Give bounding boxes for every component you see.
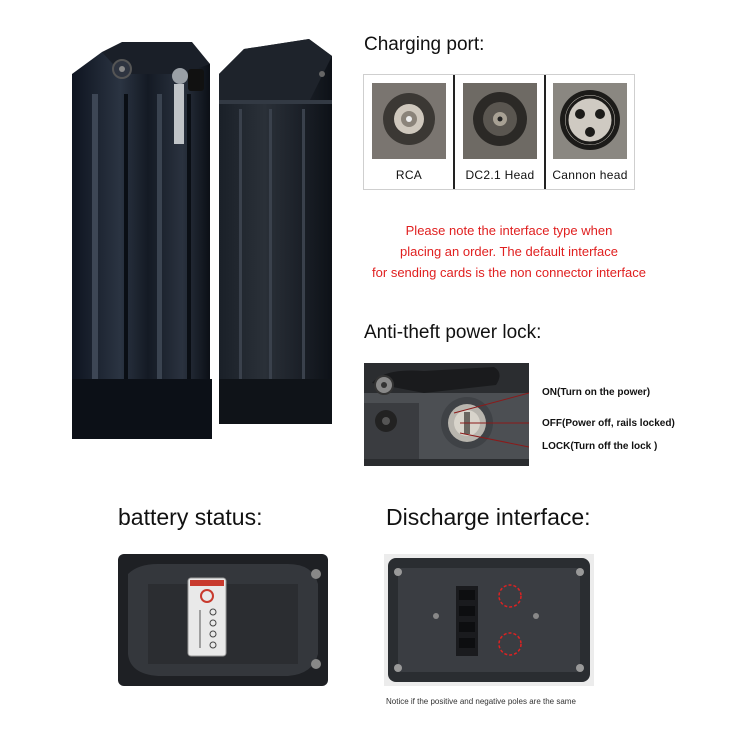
charging-port-heading: Charging port: [364, 34, 485, 55]
port-divider [453, 75, 455, 189]
port-rca: RCA [364, 75, 454, 189]
cannon-port-image [553, 83, 627, 159]
battery-status-image [118, 554, 328, 686]
power-lock-image [364, 363, 529, 466]
note-line: for sending cards is the non connector i… [372, 265, 646, 280]
port-dc21: DC2.1 Head [455, 75, 545, 189]
discharge-interface-image [384, 554, 594, 686]
port-divider [544, 75, 546, 189]
battery-status-heading: battery status: [118, 504, 263, 530]
note-line: placing an order. The default interface [399, 244, 619, 259]
lock-label-off: OFF(Power off, rails locked) [542, 418, 675, 429]
port-label-dc21: DC2.1 Head [465, 168, 535, 182]
charging-port-panel: RCA DC2.1 Head Cannon head [363, 74, 635, 190]
port-cannon: Cannon head [546, 75, 634, 189]
rca-port-image [372, 83, 446, 159]
discharge-notice: Notice if the positive and negative pole… [386, 697, 576, 706]
anti-theft-heading: Anti-theft power lock: [364, 322, 542, 343]
dc21-port-image [463, 83, 537, 159]
order-note: Please note the interface type when plac… [348, 220, 670, 283]
port-label-rca: RCA [395, 168, 423, 182]
note-line: Please note the interface type when [405, 223, 613, 238]
discharge-heading: Discharge interface: [386, 504, 591, 530]
lock-label-on: ON(Turn on the power) [542, 387, 651, 398]
battery-back-image [219, 39, 332, 424]
battery-front-image [72, 42, 212, 439]
lock-label-lock: LOCK(Turn off the lock ) [542, 441, 658, 452]
port-label-cannon: Cannon head [552, 168, 628, 182]
